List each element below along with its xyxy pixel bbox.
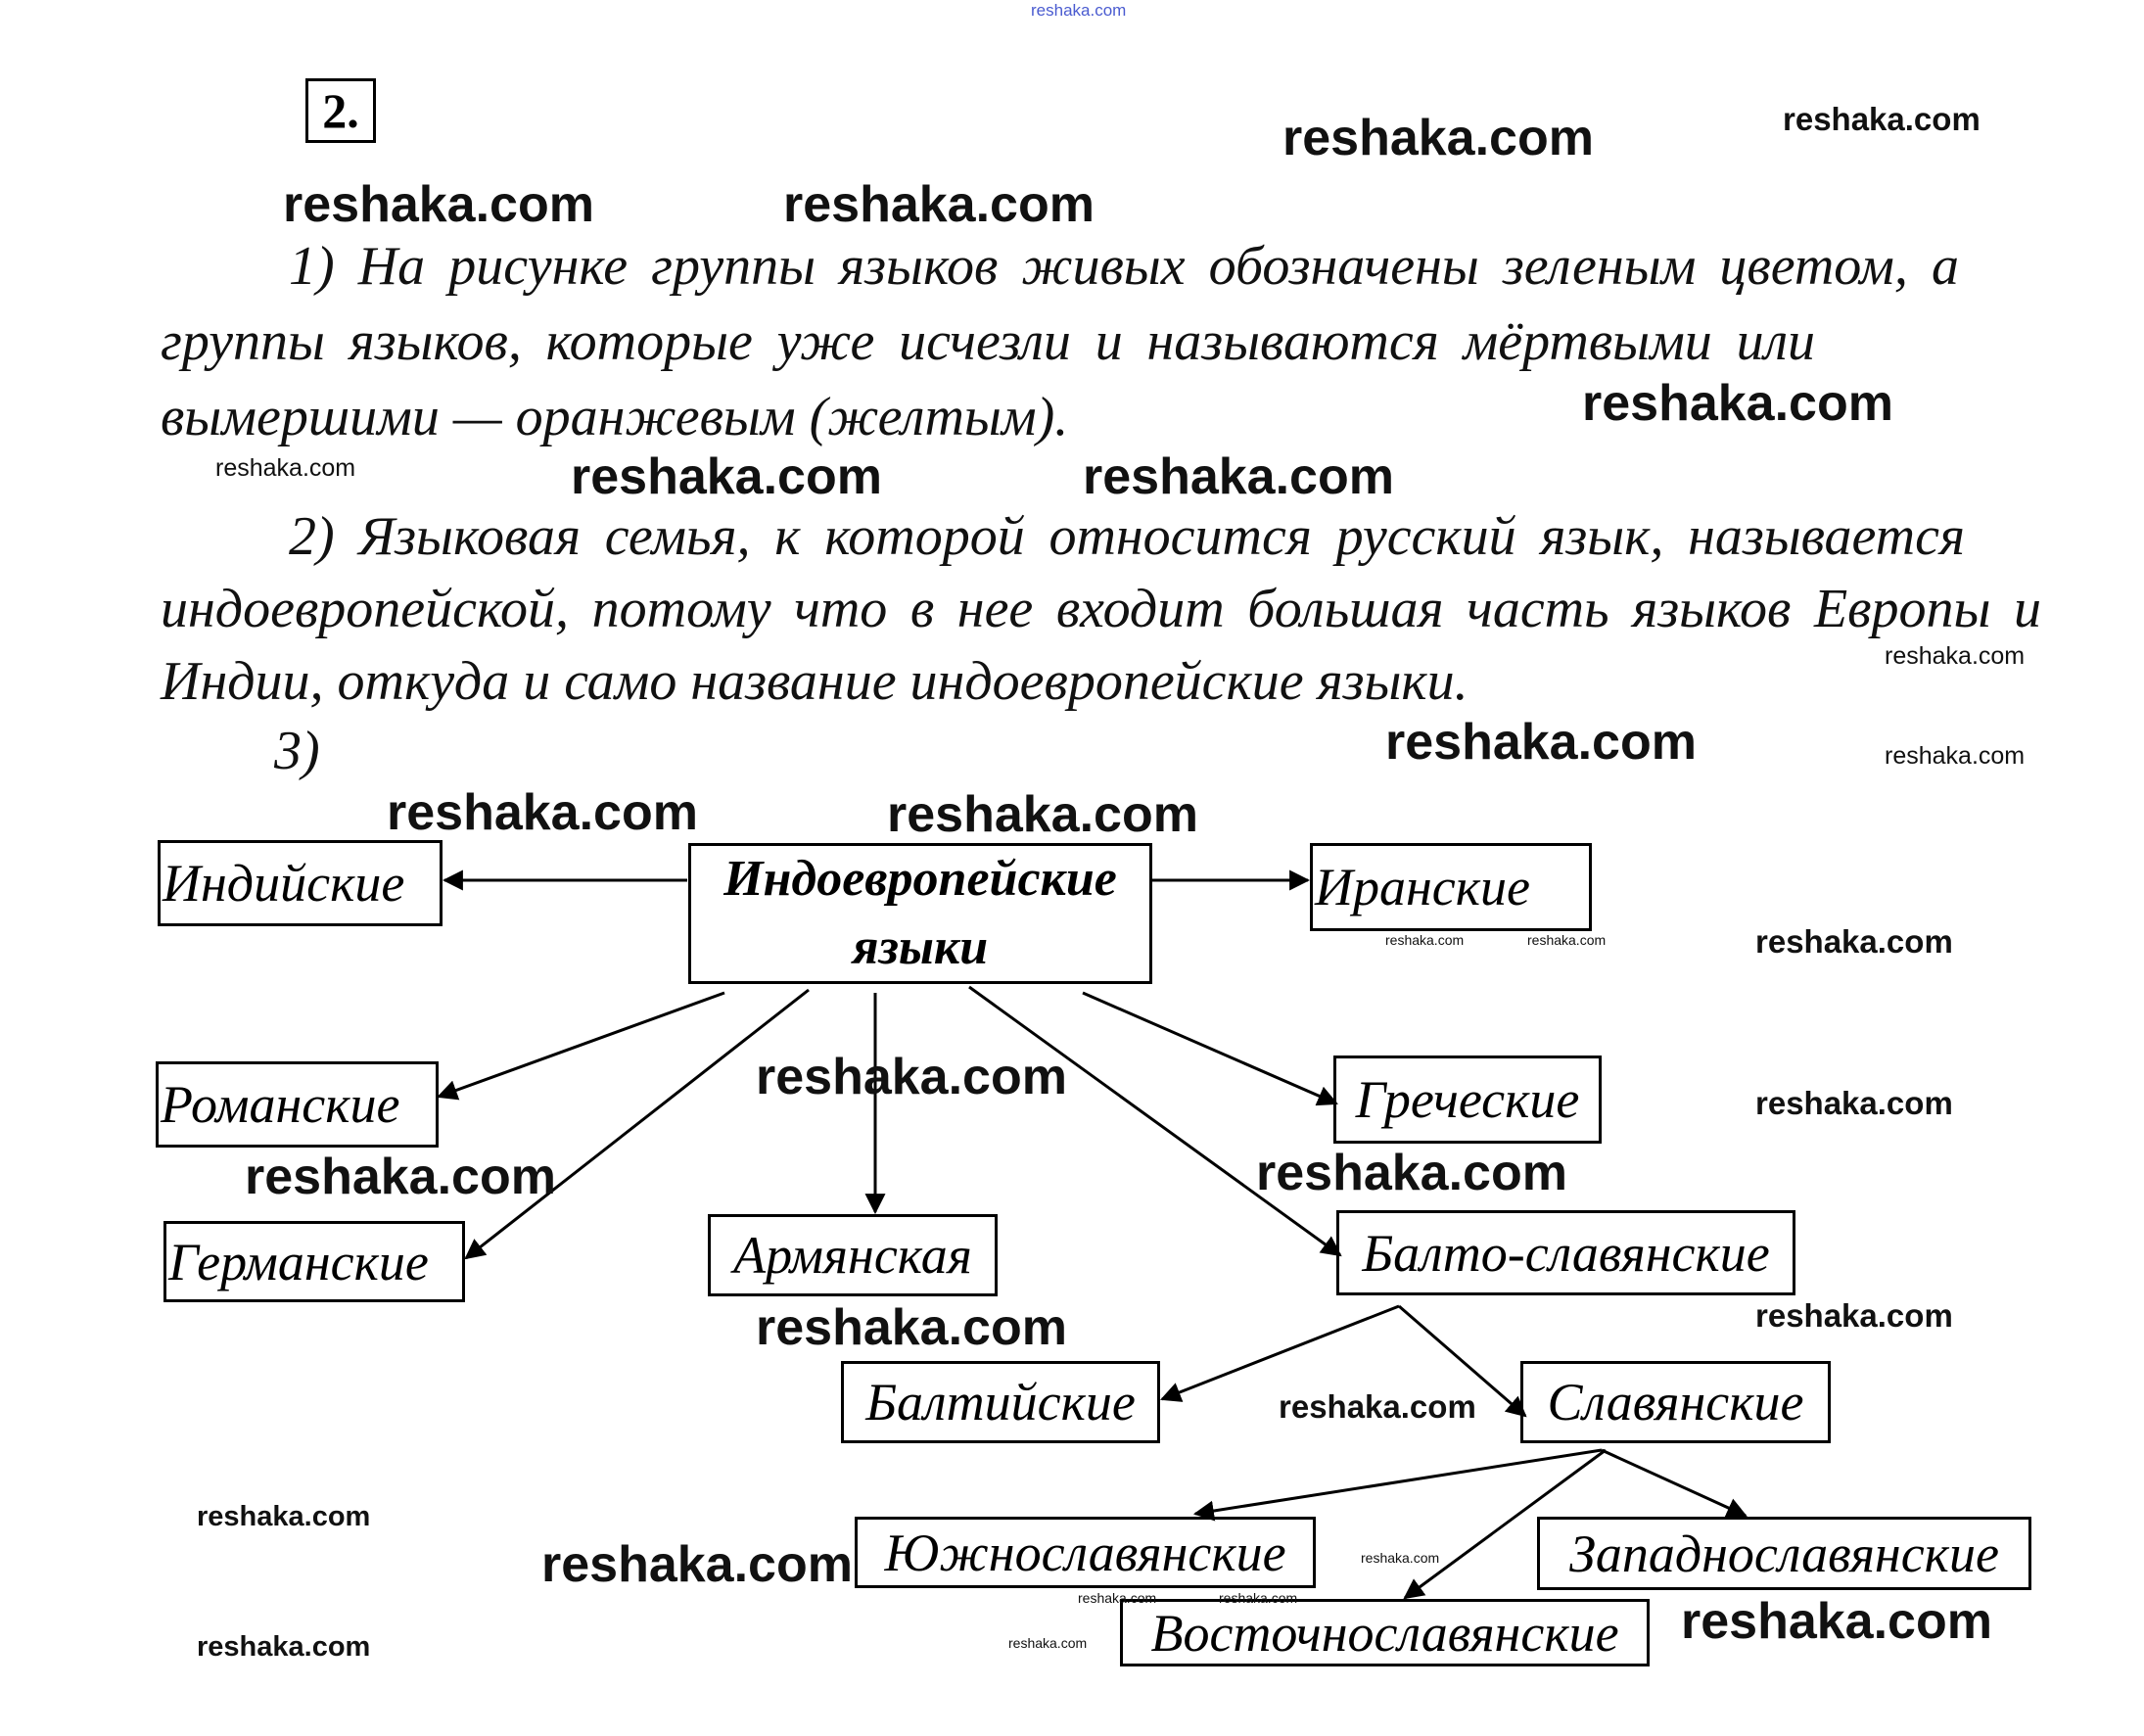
watermark: reshaka.com [783,176,1095,233]
arrow-to-germanic [464,988,810,1260]
arrow-to-romance [437,991,725,1101]
box-west-slavic: Западнославянские [1537,1517,2031,1590]
watermark: reshaka.com [197,1501,371,1532]
watermark: reshaka.com [571,448,882,505]
watermark: reshaka.com [1755,923,1953,960]
watermark: reshaka.com [887,786,1198,843]
box-slavic: Славянские [1520,1361,1831,1443]
watermark: reshaka.com [1385,714,1697,771]
arrow-to-baltic [1160,1304,1400,1402]
watermark: reshaka.com [1031,1,1127,20]
box-iranian: Иранские [1310,843,1592,931]
arrow-to-west-slavic [1601,1448,1748,1518]
root-line-1: Индоевропейские [723,851,1117,907]
paragraph-1-line-3: вымершими — оранжевым (желтым). [161,387,1069,447]
paragraph-3-label: 3) [274,721,320,781]
arrow-to-balto-slavic [968,985,1342,1257]
watermark: reshaka.com [1219,1590,1298,1606]
box-indian: Индийские [158,840,443,926]
arrow-to-east-slavic [1403,1448,1607,1600]
box-germanic: Германские [163,1221,465,1302]
watermark: reshaka.com [1783,101,1981,137]
watermark: reshaka.com [1527,932,1607,948]
arrow-to-greek [1082,991,1338,1106]
watermark: reshaka.com [387,784,698,841]
watermark: reshaka.com [1755,1297,1953,1334]
paragraph-2-line-3: Индии, откуда и само название индоевропе… [161,651,1468,712]
box-indo-european: Индоевропейские языки [688,843,1152,984]
watermark: reshaka.com [1582,375,1893,432]
box-greek: Греческие [1333,1056,1602,1144]
watermark: reshaka.com [756,1299,1067,1356]
watermark: reshaka.com [1361,1550,1440,1566]
watermark: reshaka.com [756,1049,1067,1105]
watermark: reshaka.com [197,1631,371,1663]
watermark: reshaka.com [1385,932,1465,948]
box-east-slavic: Восточнославянские [1120,1599,1650,1666]
watermark: reshaka.com [541,1536,853,1593]
watermark: reshaka.com [1256,1145,1567,1201]
paragraph-1-line-2: группы языков, которые уже исчезли и наз… [161,311,1815,372]
watermark: reshaka.com [1885,642,2026,670]
box-balto-slavic: Балто-славянские [1336,1210,1795,1295]
watermark: reshaka.com [1279,1388,1476,1425]
paragraph-2-line-2: индоевропейской, потому что в нее входит… [161,579,2041,639]
paragraph-1-line-1: 1) На рисунке группы языков живых обозна… [289,236,1959,297]
watermark: reshaka.com [1755,1085,1953,1121]
watermark: reshaka.com [245,1149,556,1205]
watermark: reshaka.com [1282,110,1594,166]
watermark: reshaka.com [1078,1590,1157,1606]
watermark: reshaka.com [1885,742,2026,770]
root-line-2: языки [852,919,989,975]
watermark: reshaka.com [215,454,356,482]
arrow-to-south-slavic [1192,1448,1603,1522]
watermark: reshaka.com [1681,1593,1992,1650]
task-number: 2. [305,78,376,143]
paragraph-2-line-1: 2) Языковая семья, к которой относится р… [289,506,1965,567]
box-baltic: Балтийские [841,1361,1160,1443]
box-south-slavic: Южнославянские [855,1517,1316,1588]
box-armenian: Армянская [708,1214,998,1296]
box-romance: Романские [156,1061,439,1148]
watermark: reshaka.com [1083,448,1394,505]
watermark: reshaka.com [283,176,594,233]
watermark: reshaka.com [1008,1635,1088,1651]
arrow-to-slavic [1398,1304,1527,1418]
